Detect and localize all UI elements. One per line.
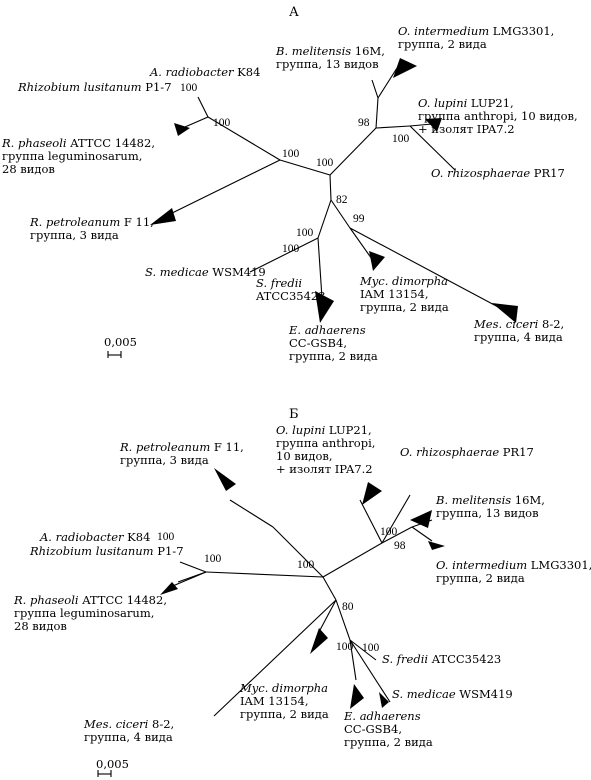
panel-a-title: А <box>289 5 299 20</box>
b-label-a-radiobacter: A. radiobacter K84 <box>40 530 151 544</box>
a-label-o-lupini: O. lupini LUP21, группа anthropi, 10 вид… <box>418 96 578 136</box>
b-label-r-petroleanum: R. petroleanum F 11, группа, 3 вида <box>120 440 244 467</box>
b-bootstrap: 100 <box>362 642 380 654</box>
b-bootstrap: 100 <box>380 526 398 538</box>
panel-b-title: Б <box>289 407 299 422</box>
b-label-myc-dimorpha: Myc. dimorpha IAM 13154, группа, 2 вида <box>240 681 329 721</box>
a-bootstrap: 82 <box>336 194 348 206</box>
tree-a-triangles <box>150 58 518 323</box>
a-bootstrap: 100 <box>282 148 300 160</box>
a-bootstrap: 100 <box>282 243 300 255</box>
a-bootstrap: 100 <box>296 227 314 239</box>
b-label-r-lusitanum: Rhizobium lusitanum P1-7 <box>30 544 184 558</box>
a-label-b-melitensis: B. melitensis 16M, группа, 13 видов <box>276 44 385 71</box>
tree-b-branches <box>167 494 433 717</box>
a-label-a-radiobacter: A. radiobacter K84 <box>150 65 261 79</box>
b-bootstrap: 98 <box>394 540 406 552</box>
b-label-mes-ciceri: Mes. ciceri 8-2, группа, 4 вида <box>84 717 175 744</box>
b-scale-label: 0,005 <box>96 757 129 771</box>
a-scale-label: 0,005 <box>104 335 137 349</box>
b-label-s-fredii: S. fredii ATCC35423 <box>382 652 502 666</box>
b-label-o-intermedium: O. intermedium LMG3301, группа, 2 вида <box>436 558 591 585</box>
b-label-e-adhaerens: E. adhaerens CC-GSB4, группа, 2 вида <box>344 709 433 749</box>
b-label-r-phaseoli: R. phaseoli ATTCC 14482, группа legumino… <box>14 593 167 633</box>
b-label-o-lupini: O. lupini LUP21, группа anthropi, 10 вид… <box>276 423 376 476</box>
b-bootstrap: 100 <box>336 641 354 653</box>
b-label-b-melitensis: B. melitensis 16M, группа, 13 видов <box>436 493 545 520</box>
a-bootstrap: 99 <box>353 213 365 225</box>
a-label-myc-dimorpha: Myc. dimorpha IAM 13154, группа, 2 вида <box>360 274 449 314</box>
a-label-e-adhaerens: E. adhaerens CC-GSB4, группа, 2 вида <box>289 323 378 363</box>
b-bootstrap: 100 <box>157 531 175 543</box>
a-label-s-medicae: S. medicae WSM419 <box>145 265 266 279</box>
b-label-o-rhizosphaerae: O. rhizosphaerae PR17 <box>400 445 534 459</box>
a-bootstrap: 100 <box>392 133 410 145</box>
tree-a-branches <box>161 67 501 309</box>
a-label-s-fredii: S. fredii ATCC35423 <box>256 276 326 303</box>
tree-b-triangles <box>160 468 445 709</box>
b-bootstrap: 80 <box>342 601 354 613</box>
a-bootstrap: 100 <box>213 117 231 129</box>
a-label-r-phaseoli: R. phaseoli ATTCC 14482, группа legumino… <box>2 136 155 176</box>
b-label-s-medicae: S. medicae WSM419 <box>392 687 513 701</box>
a-label-r-lusitanum: Rhizobium lusitanum P1-7 <box>18 80 172 94</box>
a-label-o-intermedium: O. intermedium LMG3301, группа, 2 вида <box>398 24 555 51</box>
a-bootstrap: 100 <box>180 82 198 94</box>
a-label-r-petroleanum: R. petroleanum F 11, группа, 3 вида <box>30 215 154 242</box>
a-label-mes-ciceri: Mes. ciceri 8-2, группа, 4 вида <box>474 317 565 344</box>
a-label-o-rhizosphaerae: O. rhizosphaerae PR17 <box>431 166 565 180</box>
a-bootstrap: 98 <box>358 117 370 129</box>
b-bootstrap: 100 <box>297 559 315 571</box>
a-bootstrap: 100 <box>316 157 334 169</box>
b-bootstrap: 100 <box>204 553 222 565</box>
